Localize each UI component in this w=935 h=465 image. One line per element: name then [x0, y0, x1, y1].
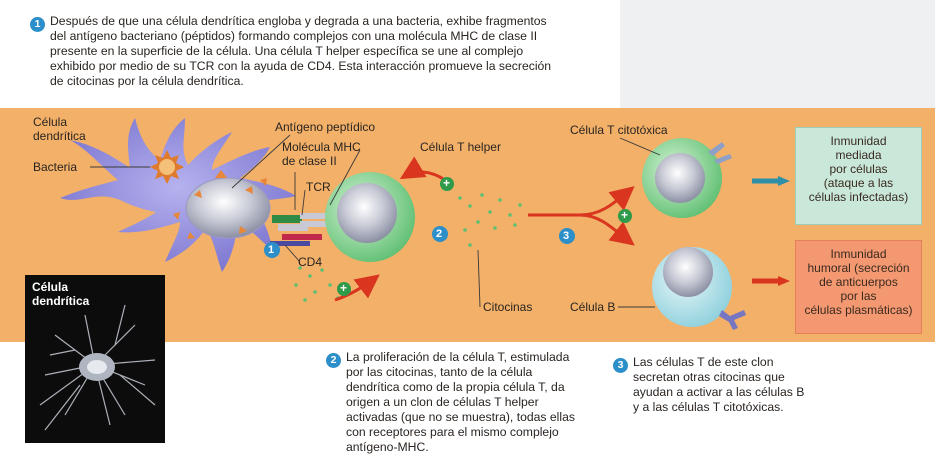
- step-1-line: exhibido por medio de su TCR con la ayud…: [50, 59, 552, 73]
- step-1-line: presente en la superficie de la célula. …: [50, 44, 524, 58]
- step-1-line: del antígeno bacteriano (péptidos) forma…: [50, 29, 538, 43]
- step-1-line: Después de que una célula dendrítica eng…: [50, 14, 547, 28]
- step-3-badge: 3: [613, 358, 628, 373]
- label-antigeno: Antígeno peptídico: [275, 120, 376, 134]
- marker-1: 1: [268, 244, 275, 256]
- mhc-tcr-complex: [270, 213, 328, 246]
- label-bacteria: Bacteria: [33, 160, 78, 174]
- plus-sign: +: [621, 208, 629, 222]
- box-inmunidad-humoral: Inmunidad humoral (secreción de anticuer…: [795, 240, 922, 334]
- bacteria: [150, 150, 184, 184]
- plus-sign: +: [340, 281, 348, 295]
- step-1-text: Después de que una célula dendrítica eng…: [50, 14, 630, 89]
- split-arrow-bottom: [579, 213, 635, 246]
- step-markers: [264, 226, 575, 258]
- label-celula-b: Célula B: [570, 300, 616, 314]
- feedback-arrow: [399, 156, 446, 182]
- label-tcr: TCR: [306, 180, 331, 194]
- dendritic-cell-photo: [25, 275, 165, 443]
- label-cd4: CD4: [298, 255, 323, 269]
- dendritic-cell: [60, 118, 296, 272]
- cytotoxic-t-cell: [642, 138, 732, 218]
- background-page-strip: [620, 0, 935, 108]
- label-mhc: Molécula MHC de clase II: [282, 140, 361, 168]
- label-citocinas: Citocinas: [483, 300, 533, 314]
- marker-3: 3: [563, 230, 570, 242]
- cytokine-arrow: [334, 274, 380, 302]
- label-celula-dendritica: Célula dendrítica: [33, 115, 86, 143]
- plus-badge: [440, 177, 454, 191]
- micrograph: [39, 304, 156, 431]
- plus-badge: [618, 209, 632, 223]
- leader-lines: [90, 134, 661, 308]
- cytokine-dots: [294, 193, 522, 302]
- step-3-text: Las células T de este clon secretan otra…: [633, 355, 805, 414]
- helper-t-cell: [325, 172, 415, 262]
- plus-badge: [337, 282, 351, 296]
- step-2-badge: 2: [326, 353, 341, 368]
- label-t-helper: Célula T helper: [420, 140, 501, 154]
- label-t-citotoxica: Célula T citotóxica: [570, 123, 668, 137]
- plus-sign: +: [443, 176, 451, 190]
- b-cell: [652, 247, 746, 330]
- split-arrow-top: [528, 186, 635, 217]
- photo-title: Célula dendrítica: [32, 280, 90, 308]
- marker-2: 2: [436, 228, 443, 240]
- step-1-badge: 1: [30, 17, 45, 32]
- box-inmunidad-celular: Inmunidad mediada por células (ataque a …: [795, 127, 922, 225]
- step-1-line: de citocinas por la célula dendrítica.: [50, 74, 244, 88]
- step-2-text: La proliferación de la célula T, estimul…: [346, 350, 575, 454]
